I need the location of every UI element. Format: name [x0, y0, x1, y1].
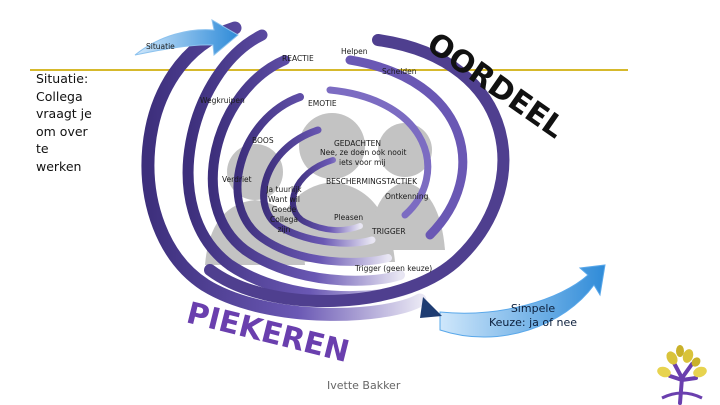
label-beschermingstactiek: BESCHERMINGSTACTIEK — [326, 177, 418, 186]
label-gedachten: GEDACHTEN — [334, 139, 381, 148]
label-emotie: EMOTIE — [308, 99, 337, 108]
label-wegkruipen: Wegkruipen — [200, 96, 245, 105]
situatie-arrow — [134, 19, 239, 56]
tree-logo — [657, 345, 707, 405]
outer-arc — [204, 34, 510, 308]
label-verdriet: Verdriet — [222, 175, 252, 184]
label-gedachten-line1: Nee, ze doen ook nooit — [320, 148, 407, 157]
label-trigger-geen-keuze: Trigger (geen keuze) — [355, 264, 433, 273]
label-gedachten-line2: iets voor mij — [339, 158, 386, 167]
label-helpen: Helpen — [341, 47, 368, 56]
label-ja-tuurlijk: Ja tuurlijk Want wil Goede Collega zijn — [266, 185, 302, 234]
author-name: Ivette Bakker — [327, 379, 401, 392]
label-situatie: Situatie — [146, 42, 175, 51]
simpele-keuze-arrow — [439, 264, 606, 338]
label-boos: BOOS — [252, 136, 274, 145]
label-pleasen: Pleasen — [334, 213, 364, 222]
label-ontkenning: Ontkenning — [385, 192, 429, 201]
simpele-keuze-text: Simpele Keuze: ja of nee — [488, 302, 578, 329]
pointer-triangle — [420, 297, 442, 318]
label-reactie: REACTIE — [282, 54, 314, 63]
situation-description: Situatie: Collega vraagt je om over te w… — [36, 71, 92, 174]
label-schelden: Schelden — [382, 67, 417, 76]
label-trigger: TRIGGER — [372, 227, 406, 236]
